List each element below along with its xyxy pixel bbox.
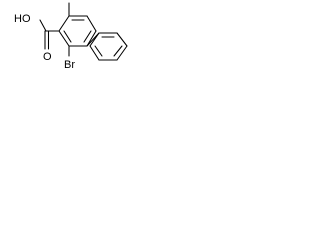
ring-b-bond [116,32,128,47]
c-oh-bond [39,19,47,32]
ring-b-bond [89,45,100,61]
bromine-label: Br [64,59,75,71]
ring-a-bond [58,30,70,47]
ring-b-double-bond [94,45,103,57]
central-benzene-ring [58,15,97,47]
chemical-structure-diagram: HO O Br [14,2,128,71]
ring-a-double-bond [83,30,92,43]
ring-a-bond [86,15,97,32]
hydroxyl-label: HO [14,13,31,25]
carbonyl-oxygen-label: O [43,51,52,63]
ring-b-bond [89,32,100,47]
ring-a-bond [86,30,97,47]
ring-a-double-bond [63,30,72,43]
phenyl-ring [89,32,128,61]
ring-b-bond [116,45,128,61]
ring-b-double-bond [113,45,123,57]
ring-a-bond [58,15,70,32]
carboxylic-acid-group [39,19,60,50]
